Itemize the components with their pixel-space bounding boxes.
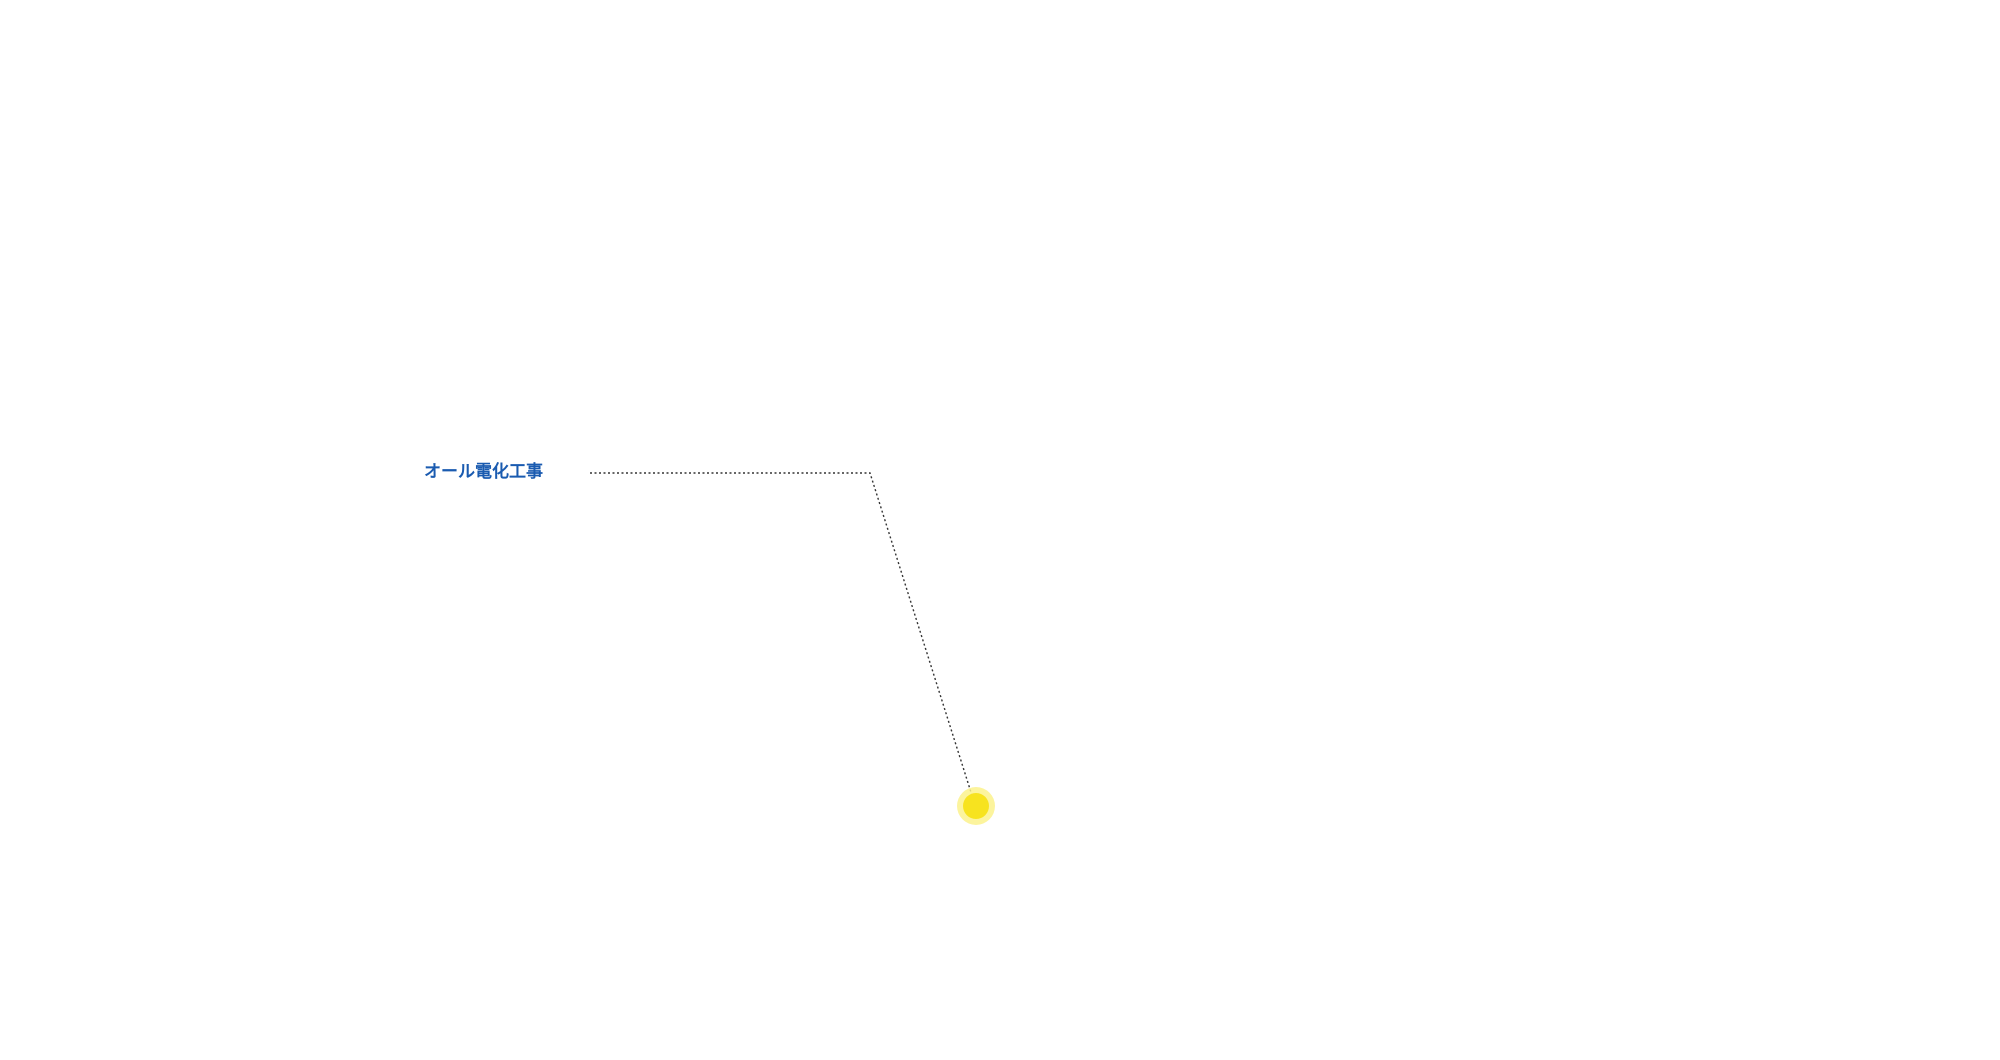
hotspot-label-all-electric-work[interactable]: オール電化工事 <box>424 462 543 482</box>
hotspot-marker[interactable] <box>963 793 989 819</box>
leader-line <box>590 472 976 806</box>
